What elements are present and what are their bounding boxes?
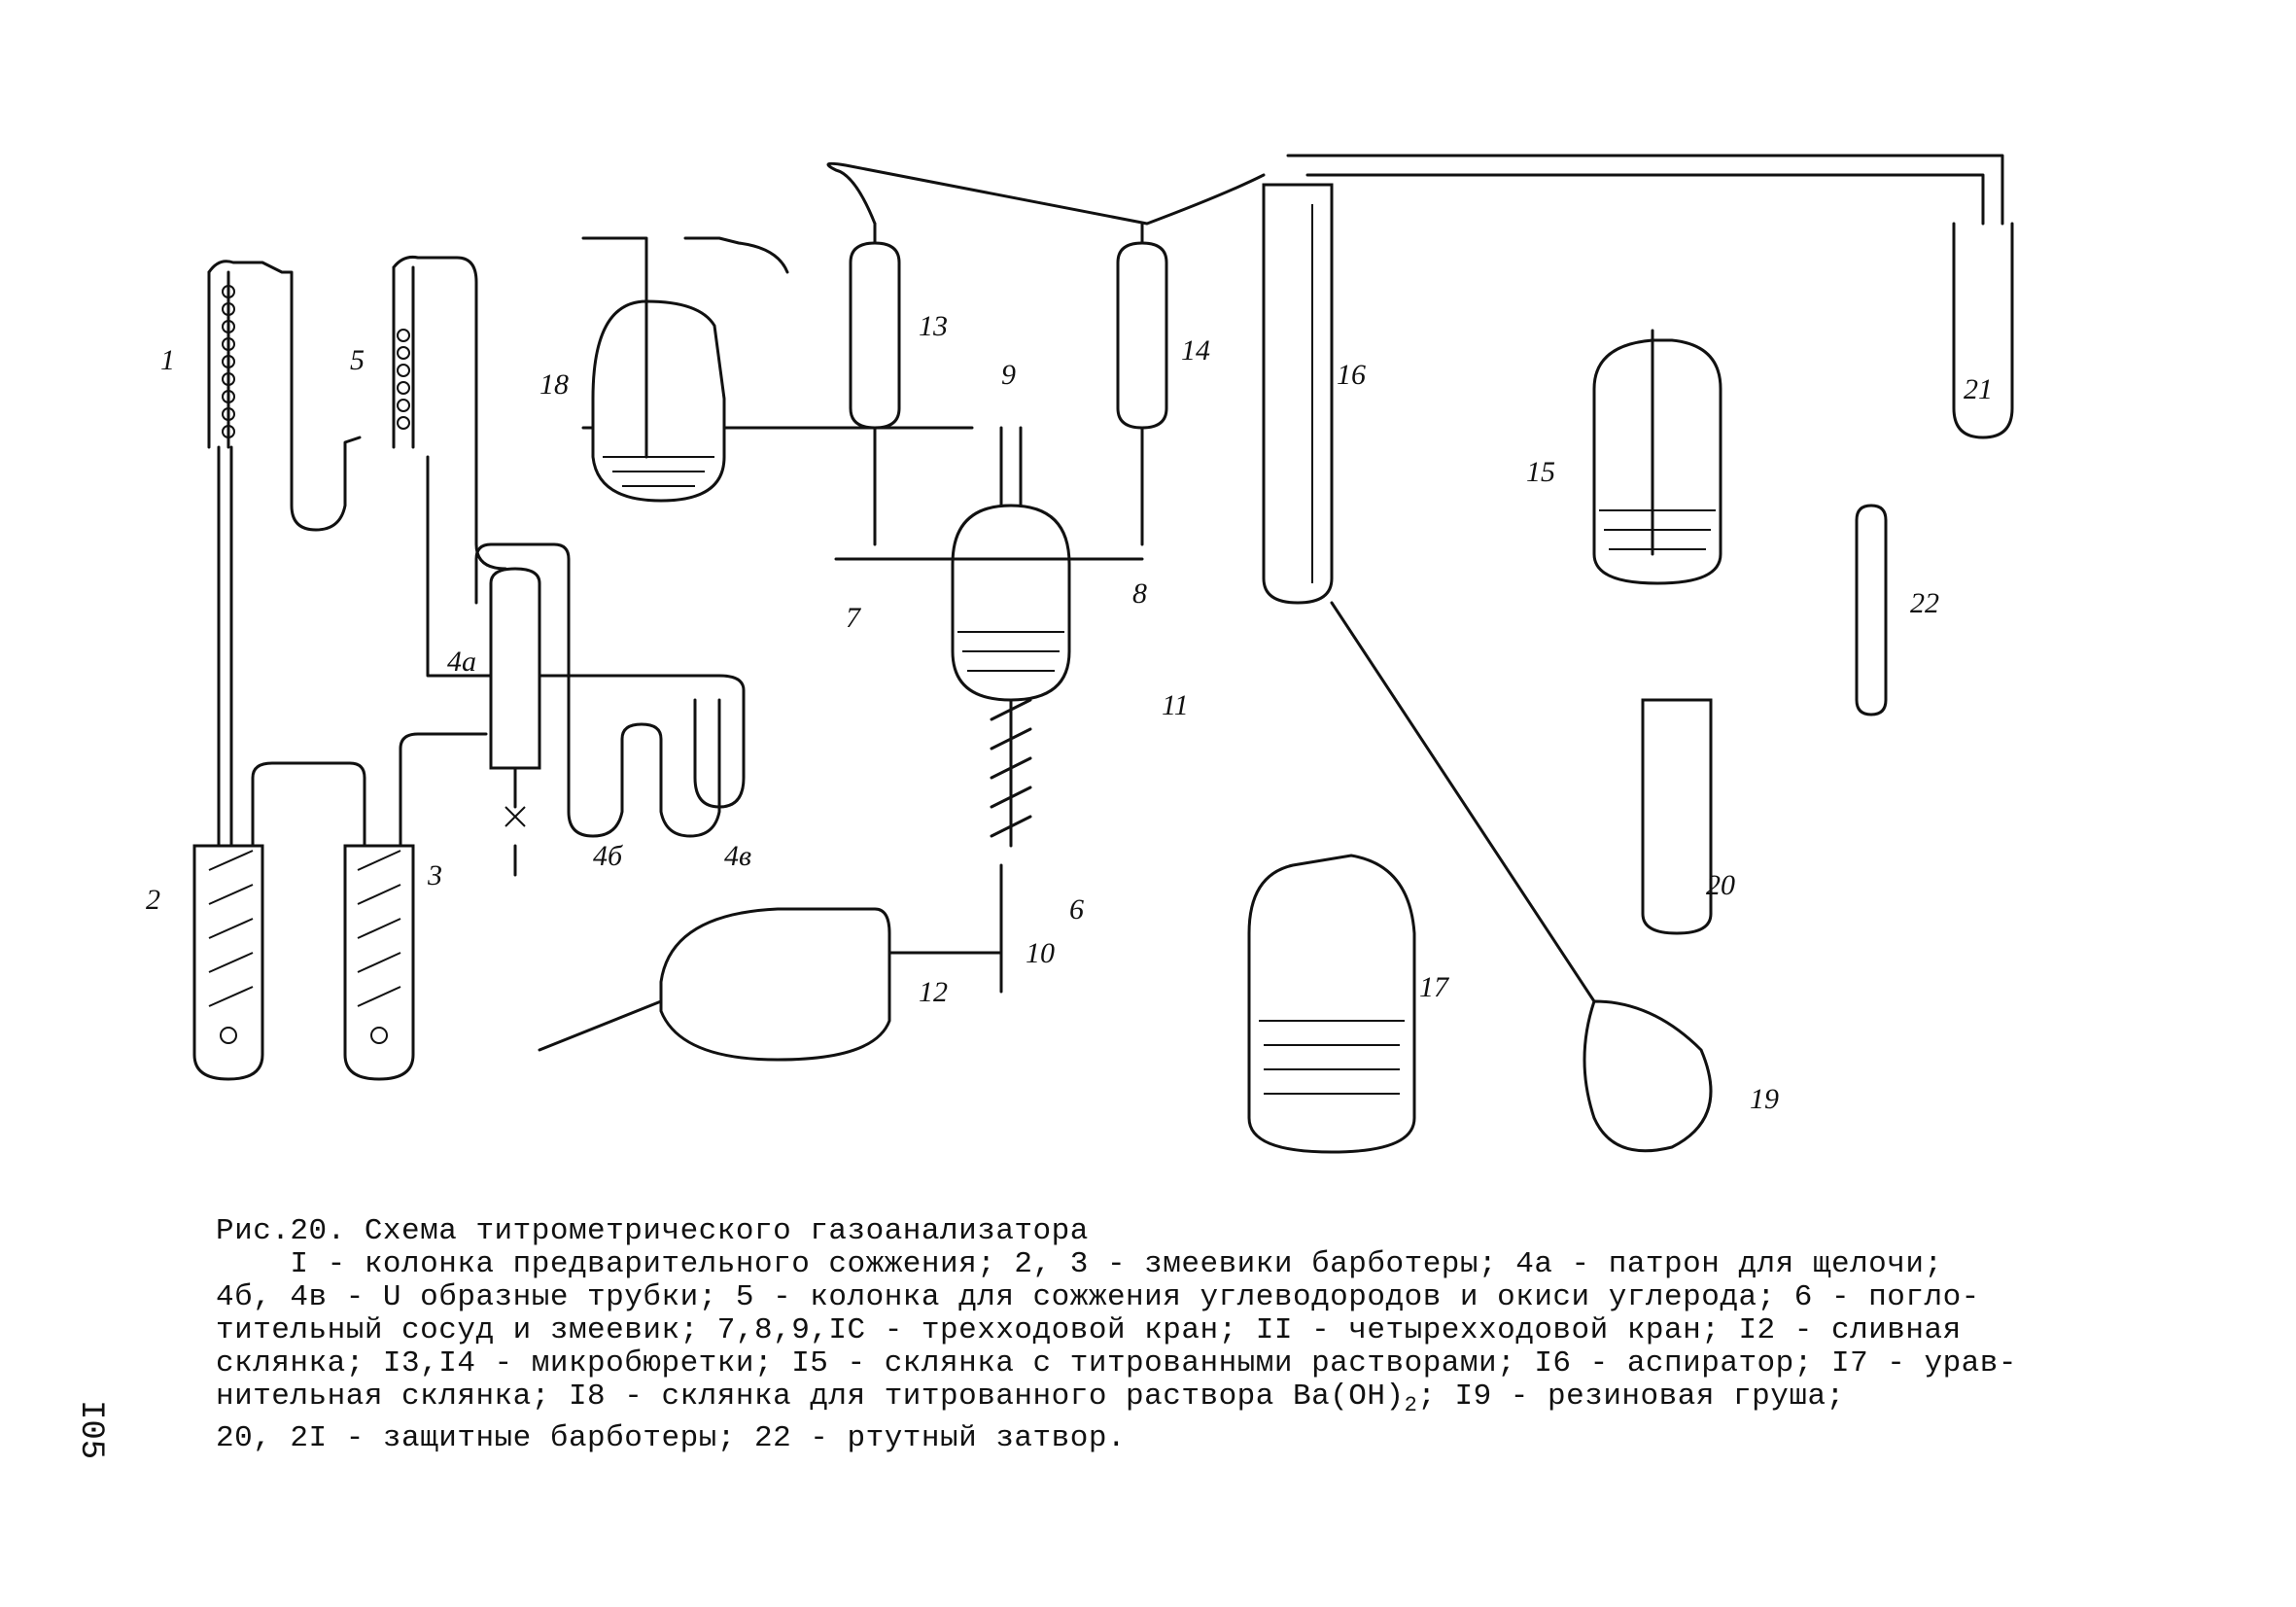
label-15: 15 — [1526, 456, 1555, 488]
label-8: 8 — [1132, 577, 1147, 610]
label-9: 9 — [1001, 359, 1016, 391]
label-6: 6 — [1069, 893, 1084, 926]
label-11: 11 — [1162, 689, 1189, 721]
protective-bubbler-20 — [1641, 698, 1713, 935]
caption-line-5: нительная склянка; I8 - склянка для титр… — [216, 1380, 2160, 1422]
label-1: 1 — [160, 344, 175, 376]
page-number: I05 — [72, 1400, 109, 1460]
label-22: 22 — [1910, 587, 1939, 619]
levelling-bottle-17 — [1247, 854, 1416, 1154]
label-12: 12 — [919, 976, 948, 1008]
microburette-14 — [826, 161, 1266, 546]
label-14: 14 — [1181, 334, 1210, 367]
microburette-13 — [849, 222, 901, 546]
label-5: 5 — [350, 344, 365, 376]
caption-line-6: 20, 2I - защитные барботеры; 22 - ртутны… — [216, 1421, 1127, 1456]
alkali-cartridge-4a — [474, 542, 721, 877]
label-13: 13 — [919, 310, 948, 342]
label-19: 19 — [1750, 1083, 1779, 1115]
bottle-15 — [1592, 329, 1722, 585]
absorber-6 — [834, 426, 1144, 848]
mercury-seal-22 — [1855, 504, 1888, 716]
label-2: 2 — [146, 884, 160, 916]
caption-line-2: 4б, 4в - U образные трубки; 5 - колонка … — [216, 1280, 1980, 1314]
label-16: 16 — [1337, 359, 1366, 391]
caption-subscript: 2 — [1404, 1393, 1418, 1418]
protective-bubbler-21 — [1952, 222, 2014, 439]
label-4b: 4б — [593, 840, 623, 872]
caption-line-5-tail: ; I9 - резиновая груша; — [1417, 1380, 1845, 1414]
rubber-bulb-19 — [1330, 601, 1713, 1153]
column-5 — [392, 256, 746, 809]
label-20: 20 — [1706, 869, 1735, 901]
figure-caption: Рис.20. Схема титрометрического газоанал… — [216, 1215, 2160, 1455]
label-21: 21 — [1964, 373, 1993, 405]
caption-line-4: склянка; I3,I4 - микробюретки; I5 - скля… — [216, 1346, 2017, 1380]
label-4v: 4в — [724, 840, 751, 872]
caption-line-5-text: нительная склянка; I8 - склянка для титр… — [216, 1380, 1405, 1414]
label-4a: 4а — [447, 646, 476, 678]
label-18: 18 — [539, 368, 569, 401]
label-17: 17 — [1419, 971, 1450, 1003]
bubbler-2 — [192, 844, 264, 1081]
caption-title: Рис.20. Схема титрометрического газоанал… — [216, 1214, 1089, 1248]
vessel-18 — [581, 236, 974, 503]
caption-line-1: I - колонка предварительного сожжения; 2… — [216, 1247, 1943, 1281]
label-7: 7 — [846, 602, 862, 634]
caption-line-3: тительный сосуд и змеевик; 7,8,9,IC - тр… — [216, 1313, 1962, 1347]
bubbler-3 — [251, 732, 488, 1081]
label-3: 3 — [427, 859, 442, 891]
drain-bottle-12 — [538, 863, 1003, 1062]
column-1 — [207, 260, 362, 857]
label-10: 10 — [1026, 937, 1055, 969]
aspirator-16 — [1262, 154, 2004, 605]
